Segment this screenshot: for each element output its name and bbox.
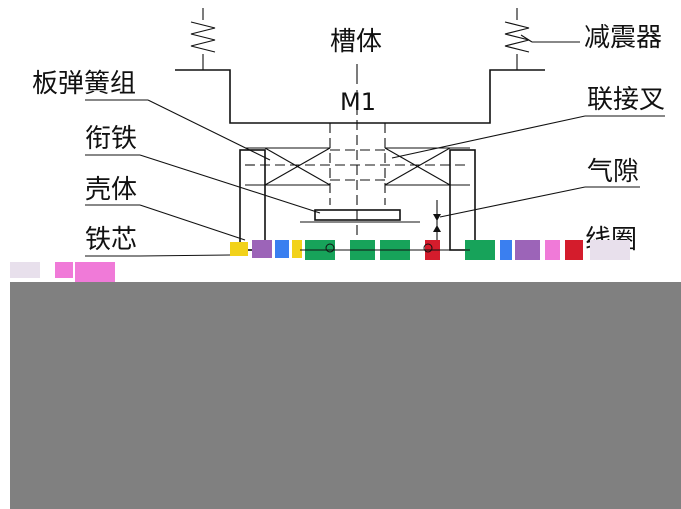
right-damper-spring (504, 8, 530, 70)
tank-outline (175, 69, 545, 124)
occluded-region (10, 282, 681, 509)
leaf-spring-right (384, 147, 470, 186)
label-armature: 衔铁 (85, 124, 137, 154)
leaf-spring-left (245, 147, 331, 186)
label-tank: 槽体 (330, 27, 382, 57)
label-core: 铁芯 (85, 225, 137, 255)
label-damper: 减震器 (584, 23, 662, 53)
label-leaf-spring-group: 板弹簧组 (32, 69, 136, 99)
connecting-fork (245, 90, 470, 240)
armature-plate (314, 209, 401, 221)
label-housing: 壳体 (85, 175, 137, 205)
glitch-noise-band (10, 240, 630, 282)
label-connecting-fork: 联接叉 (587, 85, 665, 115)
leader-lines (85, 34, 665, 257)
label-air-gap: 气隙 (587, 157, 639, 187)
label-m1: M1 (340, 88, 376, 116)
left-damper-spring (190, 8, 216, 70)
air-gap-marker (433, 200, 441, 240)
